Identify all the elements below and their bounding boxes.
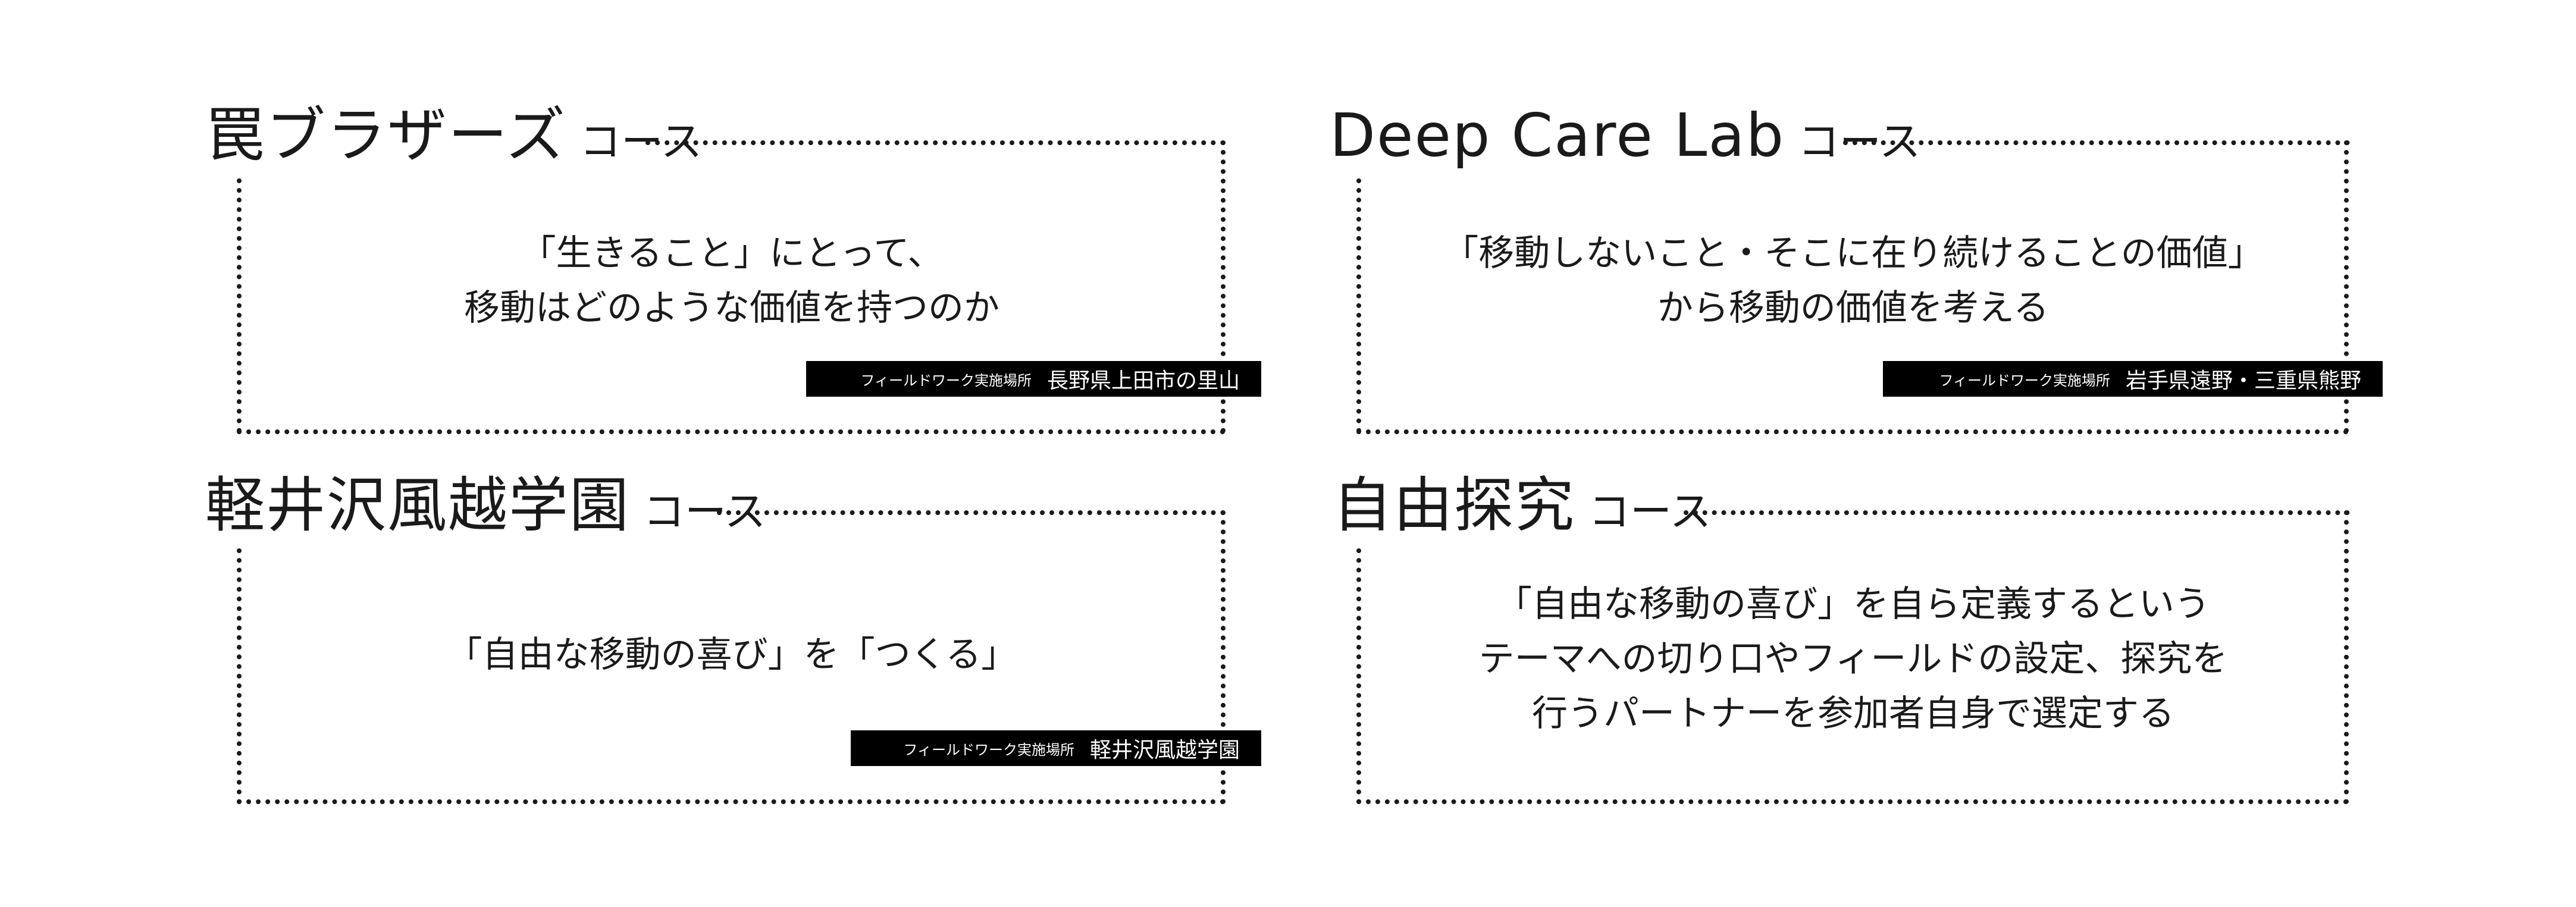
course-description: 「自由な移動の喜び」を自ら定義するという テーマへの切り口やフィールドの設定、探… xyxy=(1368,577,2338,741)
description-line: 行うパートナーを参加者自身で選定する xyxy=(1532,693,2174,735)
frame-bottom xyxy=(1356,799,2349,804)
course-description: 「自由な移動の喜び」を「つくる」 xyxy=(250,627,1214,682)
frame-left xyxy=(237,178,242,433)
course-title: 軽井沢風越学園 xyxy=(205,470,630,540)
location-badge: フィールドワーク実施場所 岩手県遠野・三重県熊野 xyxy=(1883,361,2383,397)
location-badge: フィールドワーク実施場所 軽井沢風越学園 xyxy=(851,730,1261,766)
frame-right xyxy=(2344,140,2349,433)
frame-right xyxy=(2344,510,2349,804)
course-title: 罠ブラザーズ xyxy=(205,101,566,170)
frame-left xyxy=(1356,178,1361,433)
location-label: フィールドワーク実施場所 xyxy=(860,372,1032,389)
frame-bottom xyxy=(237,429,1226,434)
frame-top xyxy=(717,510,1226,515)
description-line: 「自由な移動の喜び」を「つくる」 xyxy=(446,634,1017,676)
description-line: 「生きること」にとって、 xyxy=(520,233,944,274)
frame-bottom xyxy=(237,799,1226,804)
description-line: テーマへの切り口やフィールドの設定、探究を xyxy=(1478,638,2228,680)
frame-top xyxy=(1684,510,2350,515)
location-label: フィールドワーク実施場所 xyxy=(1939,372,2110,389)
description-line: から移動の価値を考える xyxy=(1657,287,2049,329)
course-description: 「生きること」にとって、 移動はどのような価値を持つのか xyxy=(250,226,1214,335)
course-heading: Deep Care Lab コース xyxy=(1330,106,1921,165)
location-label: フィールドワーク実施場所 xyxy=(903,741,1074,758)
course-title: 自由探究 xyxy=(1333,470,1575,540)
location-value: 軽井沢風越学園 xyxy=(1089,738,1240,762)
description-line: 「移動しないこと・そこに在り続けることの価値」 xyxy=(1443,233,2264,274)
frame-bottom xyxy=(1356,429,2349,434)
course-heading: 軽井沢風越学園 コース xyxy=(205,476,766,535)
frame-right xyxy=(1221,140,1226,433)
location-badge: フィールドワーク実施場所 長野県上田市の里山 xyxy=(806,361,1261,397)
frame-left xyxy=(237,548,242,804)
location-value: 岩手県遠野・三重県熊野 xyxy=(2125,369,2361,393)
frame-top xyxy=(645,140,1226,145)
description-line: 移動はどのような価値を持つのか xyxy=(464,287,999,329)
description-line: 「自由な移動の喜び」を自ら定義するという xyxy=(1496,583,2210,625)
location-value: 長野県上田市の里山 xyxy=(1046,369,1240,393)
course-heading: 自由探究 コース xyxy=(1333,476,1712,535)
frame-right xyxy=(1221,510,1226,804)
frame-top xyxy=(1843,140,2350,145)
frame-left xyxy=(1356,548,1361,804)
course-title: Deep Care Lab xyxy=(1330,101,1785,170)
course-heading: 罠ブラザーズ コース xyxy=(205,106,703,165)
course-description: 「移動しないこと・そこに在り続けることの価値」 から移動の価値を考える xyxy=(1368,226,2338,335)
